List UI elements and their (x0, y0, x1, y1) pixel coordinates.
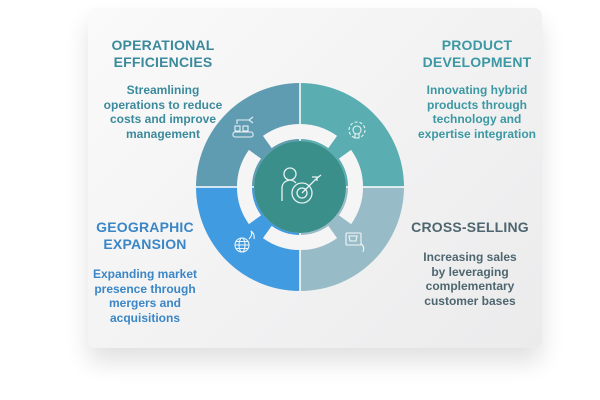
quadrant-cross-selling (300, 187, 404, 291)
description-line: acquisitions (109, 310, 180, 325)
quadrant-geographic (196, 187, 300, 291)
description-line: expertise integration (417, 126, 537, 141)
description-line: mergers and (108, 296, 182, 310)
description-line: costs and improve (109, 112, 217, 126)
geographic-description: Expanding market presence through merger… (70, 267, 220, 325)
gear-lightbulb-icon (348, 121, 366, 139)
title-line: EFFICIENCIES (113, 54, 213, 70)
inner-ring (236, 123, 364, 251)
title-line: GEOGRAPHIC (96, 219, 194, 235)
section-geographic-expansion: GEOGRAPHIC EXPANSION Expanding market pr… (70, 219, 220, 325)
description-line: technology and (432, 112, 522, 126)
title-line: DEVELOPMENT (422, 54, 532, 70)
description-line: products through (427, 97, 527, 112)
operational-description: Streamlining operations to reduce costs … (88, 83, 238, 141)
person-target-icon (281, 167, 322, 204)
title-line: OPERATIONAL (111, 37, 215, 53)
description-line: Streamlining (126, 83, 200, 97)
center-circle (254, 141, 346, 233)
description-line: presence through (94, 281, 196, 296)
cart-chat-icon (345, 232, 365, 253)
product-description: Innovating hybrid products through techn… (402, 83, 552, 141)
geographic-title: GEOGRAPHIC EXPANSION (70, 219, 220, 253)
globe-flame-icon (234, 230, 255, 253)
section-operational-efficiencies: OPERATIONAL EFFICIENCIES Streamlining op… (88, 37, 238, 141)
title-line: CROSS-SELLING (411, 219, 529, 235)
cross-selling-title: CROSS-SELLING (395, 219, 545, 236)
cross-selling-description: Increasing sales by leveraging complemen… (395, 250, 545, 308)
section-product-development: PRODUCT DEVELOPMENT Innovating hybrid pr… (402, 37, 552, 141)
operational-title: OPERATIONAL EFFICIENCIES (88, 37, 238, 71)
quadrant-operational (196, 83, 300, 187)
conveyor-robot-icon (232, 116, 254, 138)
description-line: customer bases (424, 293, 516, 308)
description-line: operations to reduce (103, 97, 223, 112)
quadrant-product (300, 83, 404, 187)
description-line: Increasing sales (423, 250, 517, 264)
description-line: Innovating hybrid (426, 83, 528, 97)
description-line: Expanding market (92, 267, 198, 281)
description-line: management (125, 126, 201, 141)
title-line: PRODUCT (441, 37, 513, 53)
section-cross-selling: CROSS-SELLING Increasing sales by levera… (395, 219, 545, 308)
product-title: PRODUCT DEVELOPMENT (402, 37, 552, 71)
description-line: by leveraging (431, 264, 509, 279)
title-line: EXPANSION (103, 236, 187, 252)
description-line: complementary (425, 279, 515, 293)
